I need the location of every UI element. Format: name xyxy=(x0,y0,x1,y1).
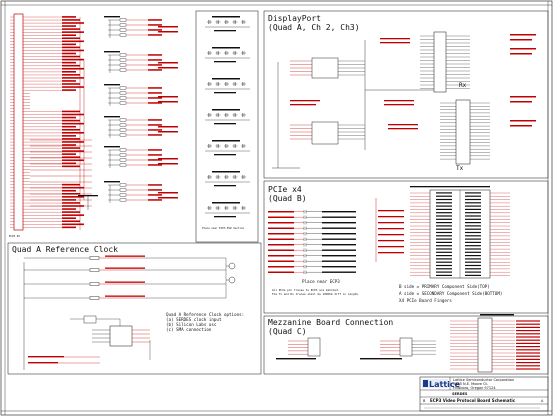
sheet-title: ECP3 Video Protocol Board Schematic xyxy=(430,398,516,403)
decoupling-capacitors xyxy=(205,16,250,218)
refclk-note-1: Quad A Reference Clock options: xyxy=(166,312,244,317)
pcie-place-note: Place near ECP3 xyxy=(302,279,340,284)
company-line-3: Hillsboro, Oregon 97124 xyxy=(453,386,496,390)
company-line-2: 5555 N.E. Moore Ct. xyxy=(453,382,488,386)
company-line-1: Lattice Semiconductor Corporation xyxy=(453,378,514,382)
dp-esd-note: Place near ECP3 ESD Section xyxy=(202,226,245,230)
pcie-side-a-note: A side = SECONDARY Component Side(BOTTOM… xyxy=(399,291,502,296)
company-logo-text: Lattice xyxy=(429,380,461,389)
displayport-section xyxy=(263,10,549,179)
displayport-subtitle: (Quad A, Ch 2, Ch3) xyxy=(268,23,360,32)
refclk-note-3: (b) Silicon Labs osc xyxy=(166,322,217,327)
sheet-rev: A xyxy=(541,399,544,403)
fpga-net-labels xyxy=(30,16,92,230)
displayport-circuit xyxy=(272,31,536,169)
displayport-title: DisplayPort xyxy=(268,14,321,23)
title-block: Lattice Lattice Semiconductor Corporatio… xyxy=(419,376,549,412)
refclk-title: Quad A Reference Clock xyxy=(12,245,118,254)
pcie-side-b-note: B side = PRIMARY Component Side(TOP) xyxy=(399,284,490,289)
clock-resistor-networks xyxy=(78,16,178,210)
mezzanine-subtitle: (Quad C) xyxy=(268,327,307,336)
dp-rx-label: Rx xyxy=(459,82,467,89)
refclk-section xyxy=(7,242,262,375)
mezzanine-section xyxy=(263,315,549,375)
fpga-part-label: ECP3-95 xyxy=(9,234,20,238)
board-name: SERDES xyxy=(452,392,468,396)
pcie-subtitle: (Quad B) xyxy=(268,194,307,203)
decoupling-cap-box xyxy=(195,10,259,243)
refclk-note-4: (c) SMA connection xyxy=(166,327,212,332)
lattice-logo-icon xyxy=(423,380,428,387)
pcie-length-note: The Tx and Rx traces shall be 100Ohm dif… xyxy=(272,292,360,296)
mezzanine-connectors xyxy=(276,314,540,373)
pcie-section xyxy=(263,180,549,314)
fpga-ecp3-symbol: ECP3-95 xyxy=(9,13,30,238)
refclk-circuit xyxy=(23,255,236,370)
refclk-note-2: (a) SERDES clock input xyxy=(166,317,222,322)
pcie-match-note: All PCIe pin traces to ECP3 are matched. xyxy=(272,288,340,292)
dp-tx-label: Tx xyxy=(456,165,464,172)
sheet-size: B xyxy=(423,399,426,403)
pcie-circuit xyxy=(268,186,510,279)
mezzanine-title: Mezzanine Board Connection xyxy=(268,318,393,327)
pcie-fingers-note: X4 PCIe Board Fingers xyxy=(399,298,452,303)
pcie-title: PCIe x4 xyxy=(268,185,302,194)
